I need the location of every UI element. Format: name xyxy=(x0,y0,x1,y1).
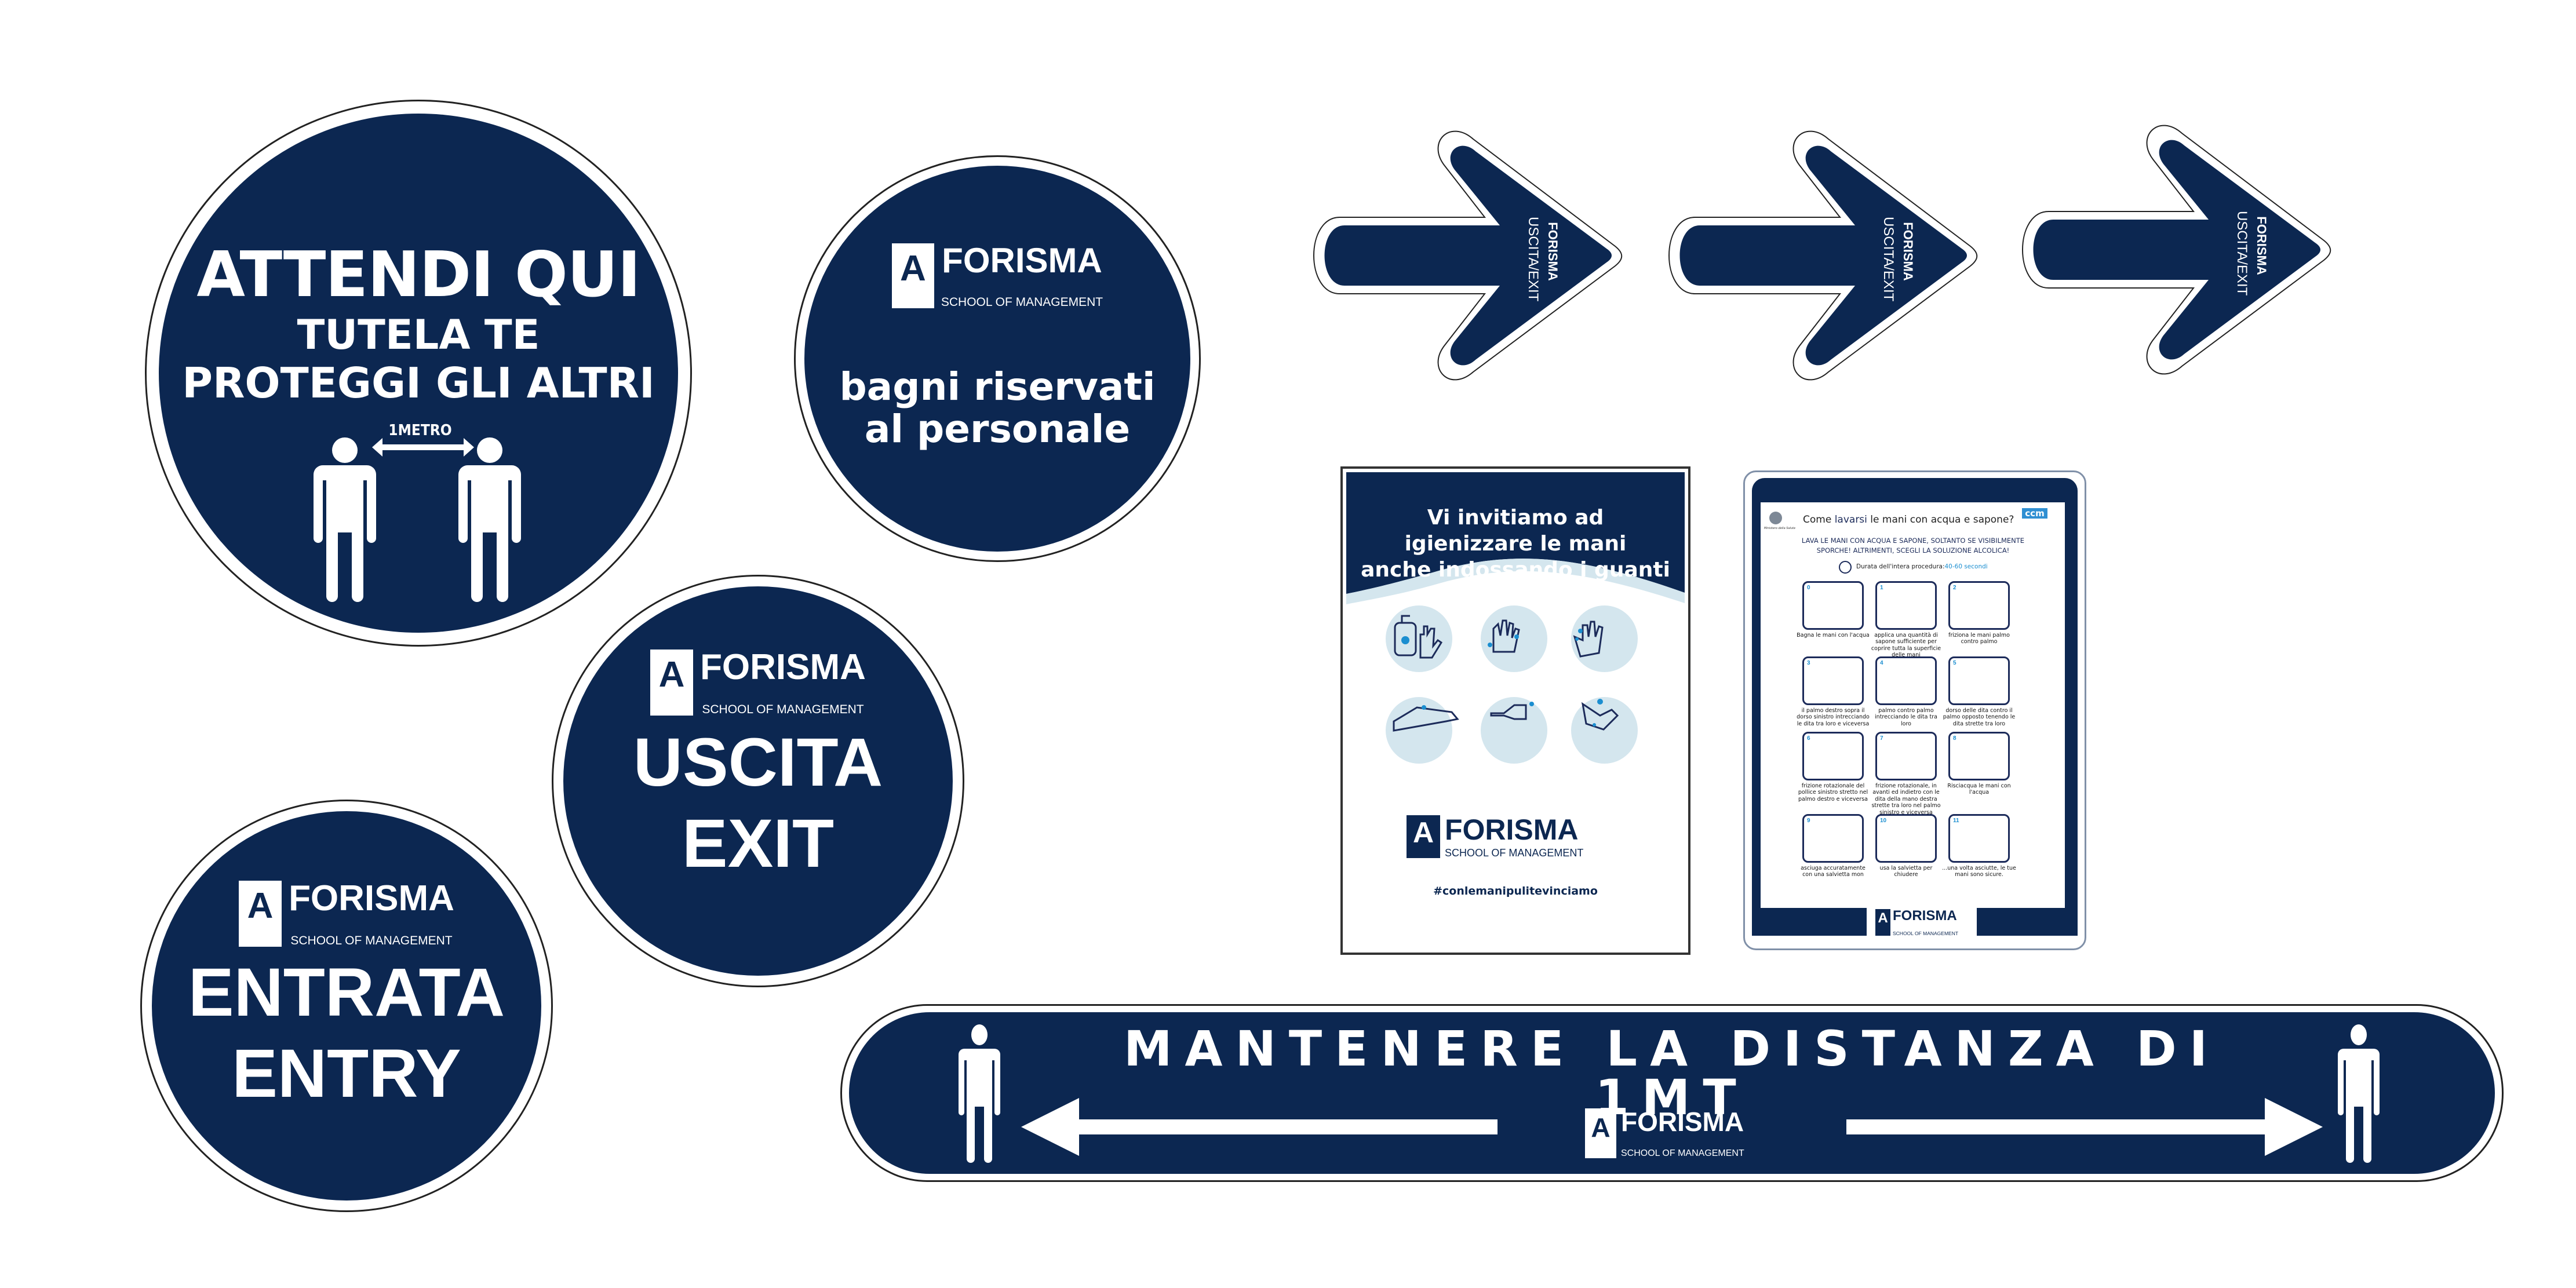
handwash-title: Come lavarsi le mani con acqua e sapone? xyxy=(1803,514,2014,526)
sanitizer-hand-icon xyxy=(1386,605,1452,672)
double-arrow-icon xyxy=(372,438,474,457)
duration: Durata dell'intera procedura:40-60 secon… xyxy=(1856,563,1988,570)
sign-entrata-face: A FORISMA SCHOOL OF MANAGEMENT ENTRATA E… xyxy=(152,811,541,1201)
arrow-logo: FORISMA xyxy=(1901,222,1915,281)
bagni-line2: al personale xyxy=(864,407,1131,451)
logo-name: FORISMA xyxy=(700,647,866,687)
ministry-emblem-icon xyxy=(1769,512,1782,524)
arrow-right-icon xyxy=(1313,130,1623,381)
handwash-step: 11...una volta asciutte, le tue mani son… xyxy=(1942,814,2016,878)
arrow-right-icon xyxy=(1668,130,1978,381)
arrow-right-icon xyxy=(1846,1098,2323,1156)
sign-bagni-face: A FORISMA SCHOOL OF MANAGEMENT bagni ris… xyxy=(804,166,1190,552)
rub-hands-icon xyxy=(1481,605,1547,672)
warning-line: LAVA LE MANI CON ACQUA E SAPONE, SOLTANT… xyxy=(1801,537,2025,545)
sign-attendi-qui-face: ATTENDI QUI TUTELA TE PROTEGGI GLI ALTRI xyxy=(159,114,678,633)
logo-a-box: A xyxy=(1875,909,1890,936)
hashtag: #conlemanipulitevinciamo xyxy=(1433,885,1598,897)
brand-logo: A FORISMA SCHOOL OF MANAGEMENT xyxy=(239,881,454,947)
distance-label: 1METRO xyxy=(388,422,452,439)
logo-name: FORISMA xyxy=(289,878,454,918)
arrow-logo: FORISMA xyxy=(1546,222,1560,281)
banner-distance-face xyxy=(849,1012,2495,1174)
wrist-rub-icon xyxy=(1571,697,1638,764)
poster-heading-line: Vi invitiamo ad xyxy=(1427,506,1604,530)
logo-tagline: SCHOOL OF MANAGEMENT xyxy=(1893,930,1959,936)
banner-text: MANTENERE LA DISTANZA DI 1MT xyxy=(1123,1020,2221,1126)
uscita-line1: USCITA xyxy=(633,724,883,801)
entrata-line2: ENTRY xyxy=(232,1035,461,1112)
logo-a-box: A xyxy=(1407,815,1440,858)
logo-name: FORISMA xyxy=(1893,908,1957,924)
warning-line: SPORCHE! ALTRIMENTI, SCEGLI LA SOLUZIONE… xyxy=(1816,546,2010,554)
logo-tagline: SCHOOL OF MANAGEMENT xyxy=(290,934,453,947)
person-icon xyxy=(959,1024,1000,1163)
logo-tagline: SCHOOL OF MANAGEMENT xyxy=(1621,1148,1744,1158)
ministry-name: Ministero della Salute xyxy=(1764,527,1796,530)
logo-name: FORISMA xyxy=(1621,1107,1744,1137)
logo-tagline: SCHOOL OF MANAGEMENT xyxy=(702,703,864,716)
logo-a-box: A xyxy=(1585,1108,1616,1158)
hand-icons-lineart xyxy=(1393,615,1619,732)
arrow-label: USCITA/EXIT xyxy=(2234,211,2250,296)
arrow-label: USCITA/EXIT xyxy=(1525,217,1541,302)
logo-tagline: SCHOOL OF MANAGEMENT xyxy=(1445,847,1584,859)
person-icon xyxy=(458,437,521,602)
arrow-right-icon xyxy=(2022,125,2331,375)
poster-heading-line: anche indossando i guanti xyxy=(1361,558,1670,582)
wave-header xyxy=(1346,472,1685,604)
sign-uscita-face: A FORISMA SCHOOL OF MANAGEMENT USCITA EX… xyxy=(563,586,953,976)
poster-handwash: Ministero della Salute Come lavarsi le m… xyxy=(1743,470,2086,950)
floor-arrow-2: USCITA/EXIT FORISMA xyxy=(1660,125,1985,386)
arrow-logo: FORISMA xyxy=(2254,216,2269,275)
brand-logo: A FORISMA SCHOOL OF MANAGEMENT xyxy=(1407,815,1583,858)
brand-logo: A FORISMA SCHOOL OF MANAGEMENT xyxy=(1875,909,1958,936)
logo-name: FORISMA xyxy=(1445,813,1579,846)
logo-name: FORISMA xyxy=(942,241,1102,280)
person-icon xyxy=(2338,1024,2380,1163)
person-icon xyxy=(314,437,376,602)
attendi-line3: PROTEGGI GLI ALTRI xyxy=(182,359,655,407)
logo-a-box: A xyxy=(239,881,282,947)
timer-icon xyxy=(1839,561,1852,574)
interlock-hands-icon xyxy=(1481,697,1547,764)
arrow-label: USCITA/EXIT xyxy=(1881,217,1896,302)
arrow-left-icon xyxy=(1021,1098,1497,1156)
floor-arrow-3: USCITA/EXIT FORISMA xyxy=(2014,119,2338,381)
attendi-title: ATTENDI QUI xyxy=(196,239,640,311)
floor-arrow-1: USCITA/EXIT FORISMA xyxy=(1305,125,1630,386)
attendi-line2: TUTELA TE xyxy=(297,311,540,359)
bagni-line1: bagni riservati xyxy=(839,364,1156,410)
ccm-logo: ccm xyxy=(2022,508,2047,519)
logo-a-box: A xyxy=(650,650,694,716)
brand-logo: A FORISMA SCHOOL OF MANAGEMENT xyxy=(650,650,866,716)
entrata-line1: ENTRATA xyxy=(188,954,505,1031)
logo-a-box: A xyxy=(891,243,934,309)
poster-heading-line: igienizzare le mani xyxy=(1404,532,1627,556)
logo-tagline: SCHOOL OF MANAGEMENT xyxy=(941,295,1103,309)
brand-logo: A FORISMA SCHOOL OF MANAGEMENT xyxy=(1585,1108,1744,1158)
poster-sanitize-hands: Vi invitiamo ad igienizzare le mani anch… xyxy=(1340,466,1690,955)
uscita-line2: EXIT xyxy=(682,805,835,882)
brand-logo: A FORISMA SCHOOL OF MANAGEMENT xyxy=(891,241,1103,309)
